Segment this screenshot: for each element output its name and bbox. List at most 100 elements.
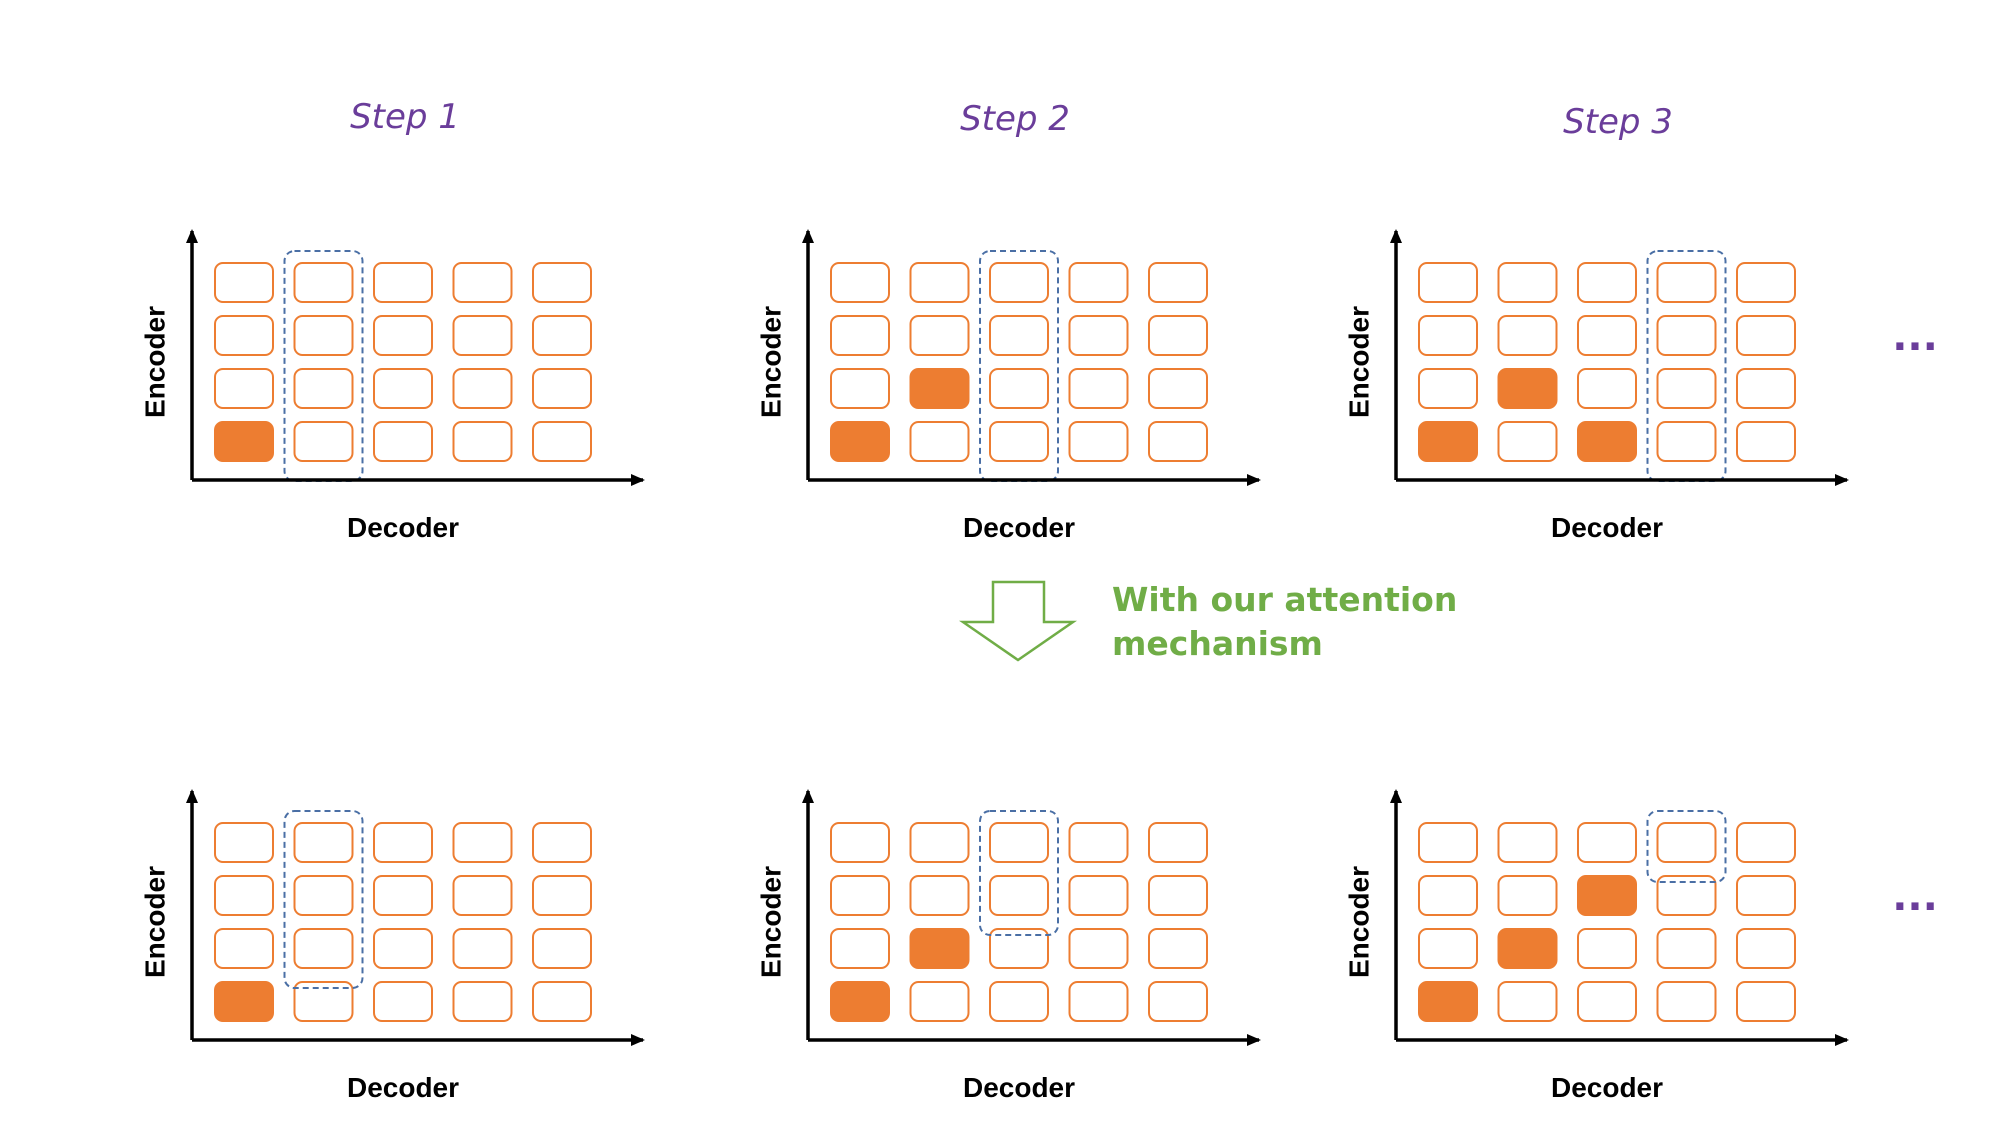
attention-cell-active — [1497, 368, 1558, 409]
attention-cell — [1656, 928, 1717, 969]
attention-cell — [1148, 822, 1208, 863]
attention-cell — [830, 368, 890, 409]
down-arrow-icon — [958, 580, 1078, 662]
attention-cell — [1497, 315, 1558, 356]
attention-cell — [373, 421, 433, 462]
attention-cell — [452, 262, 513, 303]
attention-cell — [532, 315, 592, 356]
attention-cell — [532, 421, 592, 462]
attention-cell-active — [214, 421, 274, 462]
attention-cell — [1656, 822, 1717, 863]
attention-cell — [1736, 368, 1796, 409]
attention-cell — [1577, 262, 1637, 303]
attention-cell — [1068, 875, 1129, 916]
attention-cell — [1148, 315, 1208, 356]
attention-cell — [452, 315, 513, 356]
attention-cell — [830, 315, 890, 356]
attention-cell — [532, 368, 592, 409]
attention-cell — [1418, 262, 1478, 303]
attention-cell — [1418, 368, 1478, 409]
attention-cell — [909, 262, 970, 303]
attention-cell — [989, 875, 1049, 916]
y-axis-label: Encoder — [755, 306, 786, 418]
attention-cell — [1068, 822, 1129, 863]
y-axis-label: Encoder — [755, 866, 786, 978]
attention-cell — [214, 875, 274, 916]
attention-cell-active — [830, 421, 890, 462]
attention-cell — [1418, 875, 1478, 916]
attention-cell — [1736, 928, 1796, 969]
attention-cell — [452, 368, 513, 409]
attention-cell — [1068, 315, 1129, 356]
attention-cell — [830, 875, 890, 916]
attention-cell — [373, 875, 433, 916]
panel-without-attention-step-1: Decoder Encoder — [139, 229, 645, 543]
attention-cell — [1736, 262, 1796, 303]
x-axis-label: Decoder — [347, 512, 459, 543]
x-axis-label: Decoder — [963, 1072, 1075, 1103]
attention-cell — [293, 368, 354, 409]
attention-cell — [1068, 368, 1129, 409]
attention-cell — [293, 262, 354, 303]
attention-cell — [909, 822, 970, 863]
attention-cell — [1736, 421, 1796, 462]
attention-cell — [1497, 262, 1558, 303]
x-axis-label: Decoder — [1551, 1072, 1663, 1103]
attention-cell-active — [909, 928, 970, 969]
attention-cell — [909, 981, 970, 1022]
y-axis-label: Encoder — [139, 306, 170, 418]
attention-cell — [1418, 315, 1478, 356]
x-axis-label: Decoder — [1551, 512, 1663, 543]
attention-cell — [1577, 928, 1637, 969]
attention-cell — [1497, 822, 1558, 863]
attention-cell — [214, 822, 274, 863]
attention-cell — [1148, 981, 1208, 1022]
attention-cell — [293, 315, 354, 356]
attention-cell — [1148, 262, 1208, 303]
attention-cell — [830, 262, 890, 303]
y-axis-label: Encoder — [139, 866, 170, 978]
attention-cell-active — [1577, 875, 1637, 916]
attention-cell — [1148, 928, 1208, 969]
attention-cell — [452, 981, 513, 1022]
attention-cell — [452, 421, 513, 462]
attention-cell — [1148, 368, 1208, 409]
attention-cell — [373, 315, 433, 356]
attention-cell — [1418, 822, 1478, 863]
attention-cell — [1656, 368, 1717, 409]
attention-cell — [1418, 928, 1478, 969]
attention-cell — [1656, 262, 1717, 303]
attention-cell — [989, 315, 1049, 356]
attention-cell — [989, 981, 1049, 1022]
attention-cell — [1497, 421, 1558, 462]
query-column-box — [979, 810, 1059, 936]
attention-cell — [1736, 315, 1796, 356]
attention-cell — [532, 981, 592, 1022]
attention-cell — [532, 875, 592, 916]
attention-cell — [452, 822, 513, 863]
attention-cell — [452, 928, 513, 969]
attention-cell — [293, 421, 354, 462]
y-axis-label: Encoder — [1343, 306, 1374, 418]
attention-cell — [373, 262, 433, 303]
attention-cell-active — [1418, 421, 1478, 462]
attention-cell — [293, 875, 354, 916]
attention-cell — [830, 928, 890, 969]
attention-cell — [532, 928, 592, 969]
attention-cell — [214, 262, 274, 303]
step-title: Step 1 — [350, 97, 460, 137]
attention-cell — [1068, 981, 1129, 1022]
attention-cell — [1068, 421, 1129, 462]
attention-cell — [1736, 875, 1796, 916]
attention-cell — [1068, 928, 1129, 969]
ellipsis: ... — [1892, 874, 1938, 920]
attention-cell — [830, 822, 890, 863]
attention-cell — [532, 822, 592, 863]
attention-cell — [1577, 315, 1637, 356]
transition-note-line-1: With our attention — [1112, 580, 1457, 619]
attention-cell — [293, 928, 354, 969]
attention-cell — [373, 368, 433, 409]
